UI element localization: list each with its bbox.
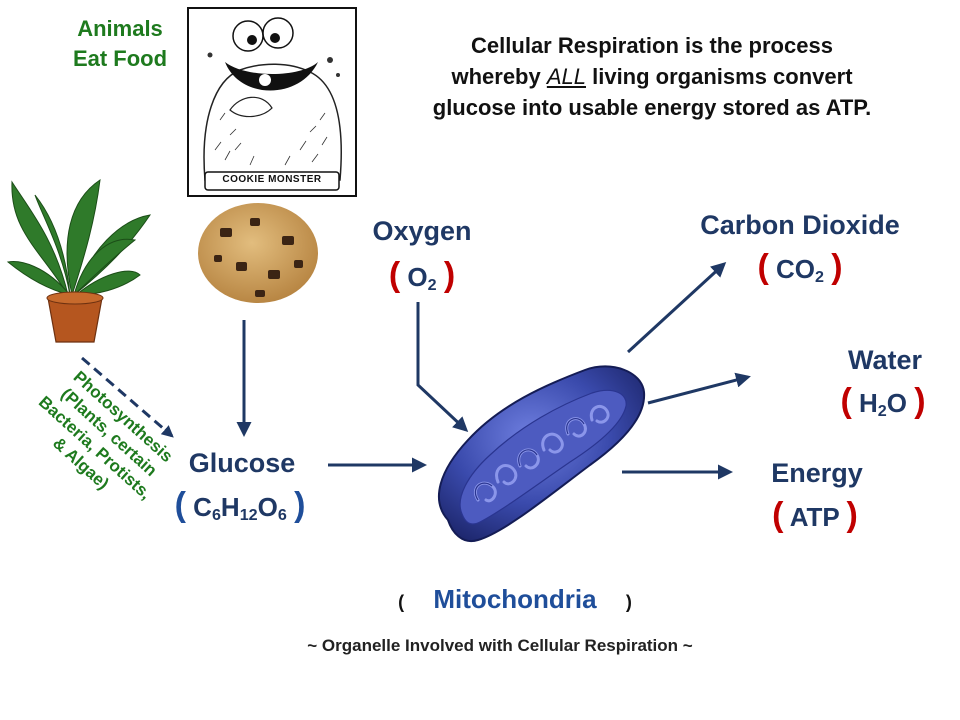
water-formula: ( H2O ) [810, 382, 956, 421]
co2-close-paren: ) [831, 248, 843, 286]
oxygen-formula-sub: 2 [427, 276, 437, 295]
oxygen-arrow [416, 302, 469, 433]
water-arrow [647, 372, 751, 405]
organelle-caption: ~ Organelle Involved with Cellular Respi… [307, 636, 693, 655]
cookie-monster-caption: COOKIE MONSTER [222, 174, 322, 185]
co2-formula-sub: 2 [815, 268, 824, 287]
oxygen-formula: ( O2 ) [352, 256, 492, 295]
glucose-c-sub: 6 [211, 506, 221, 525]
oxygen-open-paren: ( [388, 256, 401, 294]
definition-line2-post: living organisms convert [586, 64, 853, 89]
mitochondria-open-paren: ( [398, 592, 405, 612]
energy-close-paren: ) [846, 496, 858, 534]
co2-arrow [626, 261, 727, 354]
definition-line2-pre: whereby [451, 64, 547, 89]
energy-open-paren: ( [772, 496, 784, 534]
water-o: O [886, 388, 907, 418]
definition-text: Cellular Respiration is the process wher… [372, 30, 932, 123]
co2-formula: ( CO2 ) [700, 248, 900, 287]
definition-emphasis: ALL [546, 64, 586, 89]
plant-illustration [6, 178, 152, 343]
glucose-open-paren: ( [174, 486, 186, 524]
animals-label-line1: Animals [77, 16, 163, 41]
glucose-o: O [257, 492, 278, 522]
co2-name: Carbon Dioxide [700, 210, 900, 240]
oxygen-formula-main: O [407, 262, 428, 292]
glucose-h-sub: 12 [239, 506, 258, 525]
definition-line3: glucose into usable energy stored as ATP… [432, 95, 872, 120]
cookie-illustration [198, 203, 318, 303]
co2-formula-main: CO [776, 254, 816, 284]
mitochondria-close-paren: ) [625, 592, 632, 612]
mitochondria-label: ( Mitochondria ) [370, 584, 660, 615]
definition-line1: Cellular Respiration is the process [471, 33, 833, 58]
mitochondrion-illustration [438, 365, 646, 543]
water-open-paren: ( [840, 382, 852, 420]
oxygen-close-paren: ) [443, 256, 456, 294]
mitochondria-name: Mitochondria [433, 584, 597, 614]
water-name: Water [847, 345, 922, 375]
photosynthesis-arrow [81, 356, 174, 438]
water-h: H [859, 388, 878, 418]
glucose-close-paren: ) [294, 486, 306, 524]
water-close-paren: ) [914, 382, 926, 420]
energy-name: Energy [771, 458, 863, 488]
cookie-monster-illustration [187, 7, 357, 197]
animals-eat-food-label: Animals Eat Food [52, 14, 188, 74]
glucose-h: H [220, 492, 240, 522]
water-h-sub: 2 [877, 402, 887, 421]
co2-open-paren: ( [757, 248, 769, 286]
energy-formula: ( ATP ) [740, 496, 890, 535]
energy-formula-text: ATP [789, 502, 840, 532]
animals-label-line2: Eat Food [72, 46, 168, 71]
glucose-formula: ( C6H12O6 ) [140, 486, 340, 525]
definition-line2: whereby ALL living organisms convert [372, 61, 932, 92]
glucose-o-sub: 6 [277, 506, 287, 525]
glucose-name: Glucose [188, 448, 296, 478]
oxygen-name: Oxygen [372, 216, 472, 246]
glucose-c: C [193, 492, 212, 522]
